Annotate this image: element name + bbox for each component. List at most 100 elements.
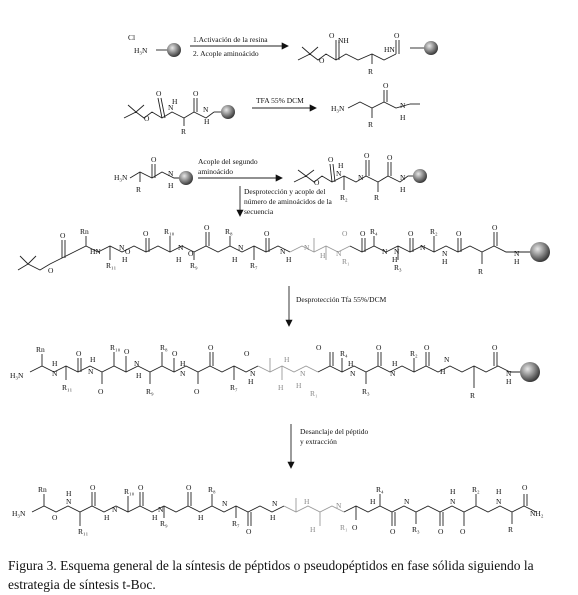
atom-label: N	[66, 497, 72, 506]
atom-label: O	[60, 231, 66, 240]
atom-label: NH	[338, 36, 349, 45]
atom-label: O	[364, 151, 370, 160]
atom-label: N	[514, 249, 520, 258]
atom-label: N	[178, 243, 184, 252]
atom-label: H	[168, 181, 174, 190]
atom-label: N	[134, 359, 140, 368]
atom-label: R₈	[225, 227, 233, 236]
atom-label: R₇	[250, 261, 258, 270]
atom-label: H	[310, 525, 316, 534]
atom-label: O	[188, 249, 194, 258]
atom-label: H	[248, 377, 254, 386]
resin-bead	[424, 41, 438, 55]
atom-label: N	[400, 101, 406, 110]
resin-bead	[530, 242, 550, 262]
atom-label: N	[168, 103, 174, 112]
atom-label: N	[336, 501, 342, 510]
atom-label: R	[368, 67, 373, 76]
atom-label: O	[492, 343, 498, 352]
atom-label: N	[496, 497, 502, 506]
atom-label: R₁₁	[106, 261, 117, 270]
atom-label: H	[278, 383, 284, 392]
atom-label: H	[204, 117, 210, 126]
step-label: Desprotección Tfa 55%/DCM	[296, 295, 387, 304]
atom-label: O	[394, 31, 400, 40]
atom-label: O	[172, 349, 178, 358]
atom-label: R₃	[362, 387, 370, 396]
step-label: 2. Acople aminoácido	[193, 49, 259, 58]
atom-label: N	[180, 369, 186, 378]
atom-label: O	[208, 343, 214, 352]
resin-bead	[520, 362, 540, 382]
atom-label: N	[358, 173, 364, 182]
atom-label: H	[440, 367, 446, 376]
atom-label: O	[244, 349, 250, 358]
atom-label: R₁₁	[78, 527, 89, 536]
atom-label: H₃N	[12, 509, 26, 518]
atom-label: H	[338, 161, 344, 170]
atom-label: O	[125, 247, 131, 256]
atom-label: O	[319, 56, 325, 65]
atom-label: H	[370, 497, 376, 506]
atom-label: R₈	[160, 343, 168, 352]
atom-label: R₁₀	[124, 487, 135, 496]
atom-label: R	[181, 127, 186, 136]
atom-label: H	[104, 513, 110, 522]
step-label: secuencia	[244, 207, 274, 216]
atom-label: O	[376, 343, 382, 352]
atom-label: N	[350, 369, 356, 378]
atom-label: H	[66, 489, 72, 498]
atom-label: H₃N	[114, 173, 128, 182]
resin-bead	[413, 169, 427, 183]
atom-label: N	[382, 247, 388, 256]
atom-label: O	[98, 387, 104, 396]
atom-label: N	[88, 367, 94, 376]
atom-label: Rn	[80, 227, 89, 236]
atom-label: O	[456, 229, 462, 238]
atom-label: H	[270, 513, 276, 522]
atom-label: R₁₀	[110, 343, 121, 352]
atom-label: O	[352, 523, 358, 532]
atom-label: N	[272, 499, 278, 508]
atom-label: H	[180, 359, 186, 368]
atom-label: N	[158, 505, 164, 514]
atom-label: O	[360, 229, 366, 238]
atom-label: R₉	[146, 387, 154, 396]
atom-label: N	[400, 173, 406, 182]
atom-label: Rn	[36, 345, 45, 354]
atom-label: H	[392, 255, 398, 264]
atom-label: R₂	[430, 227, 438, 236]
atom-label: N	[280, 247, 286, 256]
atom-label: N	[336, 169, 342, 178]
atom-label: H	[136, 371, 142, 380]
atom-label: N	[203, 105, 209, 114]
atom-label: H	[400, 185, 406, 194]
atom-label: O	[90, 483, 96, 492]
step-label: y extracción	[300, 437, 337, 446]
atom-label: R	[478, 267, 483, 276]
atom-label: H	[296, 381, 302, 390]
atom-label: N	[450, 497, 456, 506]
atom-label: H	[232, 255, 238, 264]
atom-label: O	[264, 229, 270, 238]
atom-label: R	[470, 391, 475, 400]
figure-caption: Figura 3. Esquema general de la síntesis…	[8, 558, 534, 592]
step-label: TFA 55% DCM	[256, 96, 304, 105]
atom-label: O	[390, 527, 396, 536]
atom-label: N	[404, 497, 410, 506]
atom-label: H₃N	[134, 46, 148, 55]
atom-label: N	[300, 369, 306, 378]
atom-label: H	[152, 513, 158, 522]
atom-label: R₉	[190, 261, 198, 270]
atom-label: R₁₁	[62, 383, 73, 392]
atom-label: O	[438, 527, 444, 536]
atom-label: H	[122, 255, 128, 264]
atom-label: O	[522, 483, 528, 492]
atom-label: O	[383, 81, 389, 90]
step-label: Desprotección y acople del	[244, 187, 325, 196]
atom-label: N	[119, 243, 125, 252]
atom-label: N	[444, 355, 450, 364]
atom-label: H	[514, 257, 520, 266]
atom-label: O	[492, 223, 498, 232]
atom-label: H	[496, 487, 502, 496]
